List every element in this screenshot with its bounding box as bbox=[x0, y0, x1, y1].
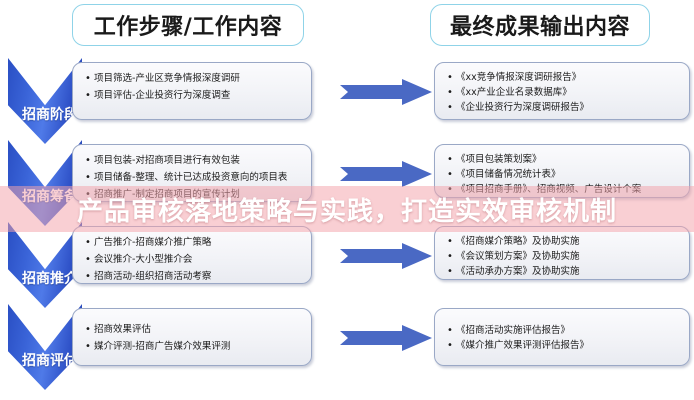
output-bullet-text: 《会议策划方案》及协助实施 bbox=[456, 251, 580, 262]
work-box-3: • 广告推介-招商媒介推广策略 • 会议推介-大小型推介会 • 招商活动-组织招… bbox=[72, 226, 312, 284]
bullet-dot-icon: • bbox=[447, 154, 453, 165]
bullet-dot-icon: • bbox=[447, 72, 453, 83]
work-box-4: • 招商效果评估 • 媒介评测-招商广告媒介效果评测 bbox=[72, 308, 312, 366]
work-bullet-text: 招商推广-制定招商项目的宣传计划 bbox=[94, 189, 240, 200]
list-item: • 《项目包装策划案》 bbox=[447, 152, 679, 167]
bullet-dot-icon: • bbox=[447, 251, 453, 262]
right-arrow-icon bbox=[340, 243, 432, 269]
work-box-1: • 项目筛选-产业区竞争情报深度调研 • 项目评估-企业投资行为深度调查 bbox=[72, 62, 312, 120]
work-bullet-list-1: • 项目筛选-产业区竞争情报深度调研 • 项目评估-企业投资行为深度调查 bbox=[85, 70, 301, 104]
list-item: • 招商活动-组织招商活动考察 bbox=[85, 268, 301, 283]
header-left-title: 工作步骤/工作内容 bbox=[93, 15, 283, 40]
bullet-dot-icon: • bbox=[447, 184, 453, 195]
output-bullet-text: 《招商媒介策略》及协助实施 bbox=[456, 236, 580, 247]
list-item: • 项目评估-企业投资行为深度调查 bbox=[85, 87, 301, 104]
list-item: • 项目筛选-产业区竞争情报深度调研 bbox=[85, 70, 301, 87]
work-bullet-text: 项目评估-企业投资行为深度调查 bbox=[94, 90, 231, 101]
bullet-dot-icon: • bbox=[85, 254, 91, 265]
work-bullet-text: 项目储备-整理、统计已达成投资意向的项目表 bbox=[94, 172, 288, 183]
output-bullet-text: 《xx产业企业名录数据库》 bbox=[456, 87, 572, 98]
list-item: • 《招商媒介策略》及协助实施 bbox=[447, 234, 679, 249]
bullet-dot-icon: • bbox=[85, 341, 91, 352]
output-bullet-text: 《xx竞争情报深度调研报告》 bbox=[456, 72, 582, 83]
list-item: • 招商效果评估 bbox=[85, 321, 301, 338]
list-item: • 《活动承办方案》及协助实施 bbox=[447, 264, 679, 279]
bullet-dot-icon: • bbox=[447, 102, 453, 113]
bullet-dot-icon: • bbox=[447, 340, 453, 351]
output-bullet-list-1: • 《xx竞争情报深度调研报告》 • 《xx产业企业名录数据库》 • 《企业投资… bbox=[447, 70, 679, 115]
stage-chevron-2: 招商筹备 bbox=[8, 140, 82, 226]
stage-chevron-1: 招商阶段 bbox=[8, 58, 82, 144]
work-box-2: • 项目包装-对招商项目进行有效包装 • 项目储备-整理、统计已达成投资意向的项… bbox=[72, 144, 312, 202]
list-item: • 广告推介-招商媒介推广策略 bbox=[85, 234, 301, 251]
bullet-dot-icon: • bbox=[85, 73, 91, 84]
bullet-dot-icon: • bbox=[447, 325, 453, 336]
list-item: • 《会议策划方案》及协助实施 bbox=[447, 249, 679, 264]
connector-arrow-4 bbox=[340, 325, 432, 351]
output-bullet-list-2: • 《项目包装策划案》 • 《项目储备情况统计表》 • 《项目招商手册》、招商视… bbox=[447, 152, 679, 197]
right-arrow-icon bbox=[340, 161, 432, 187]
bullet-dot-icon: • bbox=[447, 87, 453, 98]
connector-arrow-1 bbox=[340, 79, 432, 105]
list-item: • 《xx产业企业名录数据库》 bbox=[447, 85, 679, 100]
list-item: • 媒介评测-招商广告媒介效果评测 bbox=[85, 338, 301, 355]
output-bullet-list-4: • 《招商活动实施评估报告》 • 《媒介推广效果评测评估报告》 bbox=[447, 323, 679, 353]
right-arrow-icon bbox=[340, 325, 432, 351]
bullet-dot-icon: • bbox=[447, 169, 453, 180]
work-bullet-text: 会议推介-大小型推介会 bbox=[94, 254, 193, 265]
list-item: • 会议推介-大小型推介会 bbox=[85, 251, 301, 268]
work-bullet-text: 项目包装-对招商项目进行有效包装 bbox=[94, 155, 240, 166]
output-bullet-text: 《媒介推广效果评测评估报告》 bbox=[456, 340, 590, 351]
bullet-dot-icon: • bbox=[447, 236, 453, 247]
header-pill-final-outputs: 最终成果输出内容 bbox=[430, 4, 650, 46]
connector-arrow-3 bbox=[340, 243, 432, 269]
output-bullet-text: 《项目招商手册》、招商视频、广告设计个案 bbox=[456, 184, 642, 195]
output-bullet-text: 《项目储备情况统计表》 bbox=[456, 169, 561, 180]
list-item: • 《xx竞争情报深度调研报告》 bbox=[447, 70, 679, 85]
output-bullet-text: 《企业投资行为深度调研报告》 bbox=[456, 102, 590, 113]
bullet-dot-icon: • bbox=[85, 189, 91, 200]
header-right-title: 最终成果输出内容 bbox=[449, 15, 630, 40]
work-bullet-text: 媒介评测-招商广告媒介效果评测 bbox=[94, 341, 231, 352]
output-bullet-list-3: • 《招商媒介策略》及协助实施 • 《会议策划方案》及协助实施 • 《活动承办方… bbox=[447, 234, 679, 279]
bullet-dot-icon: • bbox=[85, 324, 91, 335]
stage-label-3: 招商推介 bbox=[22, 271, 78, 287]
bullet-dot-icon: • bbox=[447, 266, 453, 277]
list-item: • 项目包装-对招商项目进行有效包装 bbox=[85, 152, 301, 169]
work-bullet-list-2: • 项目包装-对招商项目进行有效包装 • 项目储备-整理、统计已达成投资意向的项… bbox=[85, 152, 301, 201]
bullet-dot-icon: • bbox=[85, 237, 91, 248]
work-bullet-list-3: • 广告推介-招商媒介推广策略 • 会议推介-大小型推介会 • 招商活动-组织招… bbox=[85, 234, 301, 283]
work-bullet-text: 招商活动-组织招商活动考察 bbox=[94, 271, 212, 282]
bullet-dot-icon: • bbox=[85, 155, 91, 166]
list-item: • 《企业投资行为深度调研报告》 bbox=[447, 100, 679, 115]
bullet-dot-icon: • bbox=[85, 271, 91, 282]
stage-chevron-3: 招商推介 bbox=[8, 222, 82, 308]
output-bullet-text: 《招商活动实施评估报告》 bbox=[456, 325, 571, 336]
header-pill-work-steps: 工作步骤/工作内容 bbox=[72, 4, 304, 46]
work-bullet-text: 项目筛选-产业区竞争情报深度调研 bbox=[94, 73, 240, 84]
list-item: • 招商推广-制定招商项目的宣传计划 bbox=[85, 186, 301, 201]
output-box-2: • 《项目包装策划案》 • 《项目储备情况统计表》 • 《项目招商手册》、招商视… bbox=[434, 144, 690, 198]
connector-arrow-2 bbox=[340, 161, 432, 187]
stage-label-1: 招商阶段 bbox=[22, 107, 78, 123]
output-box-1: • 《xx竞争情报深度调研报告》 • 《xx产业企业名录数据库》 • 《企业投资… bbox=[434, 62, 690, 120]
bullet-dot-icon: • bbox=[85, 172, 91, 183]
right-arrow-icon bbox=[340, 79, 432, 105]
work-bullet-text: 广告推介-招商媒介推广策略 bbox=[94, 237, 212, 248]
stage-chevron-4: 招商评估 bbox=[8, 304, 82, 390]
output-bullet-text: 《项目包装策划案》 bbox=[456, 154, 542, 165]
stage-label-4: 招商评估 bbox=[22, 353, 78, 369]
output-bullet-text: 《活动承办方案》及协助实施 bbox=[456, 266, 580, 277]
bullet-dot-icon: • bbox=[85, 90, 91, 101]
list-item: • 项目储备-整理、统计已达成投资意向的项目表 bbox=[85, 169, 301, 186]
list-item: • 《项目储备情况统计表》 bbox=[447, 167, 679, 182]
list-item: • 《媒介推广效果评测评估报告》 bbox=[447, 338, 679, 353]
work-bullet-text: 招商效果评估 bbox=[94, 324, 152, 335]
work-bullet-list-4: • 招商效果评估 • 媒介评测-招商广告媒介效果评测 bbox=[85, 321, 301, 355]
output-box-4: • 《招商活动实施评估报告》 • 《媒介推广效果评测评估报告》 bbox=[434, 308, 690, 366]
output-box-3: • 《招商媒介策略》及协助实施 • 《会议策划方案》及协助实施 • 《活动承办方… bbox=[434, 226, 690, 280]
list-item: • 《项目招商手册》、招商视频、广告设计个案 bbox=[447, 182, 679, 197]
list-item: • 《招商活动实施评估报告》 bbox=[447, 323, 679, 338]
